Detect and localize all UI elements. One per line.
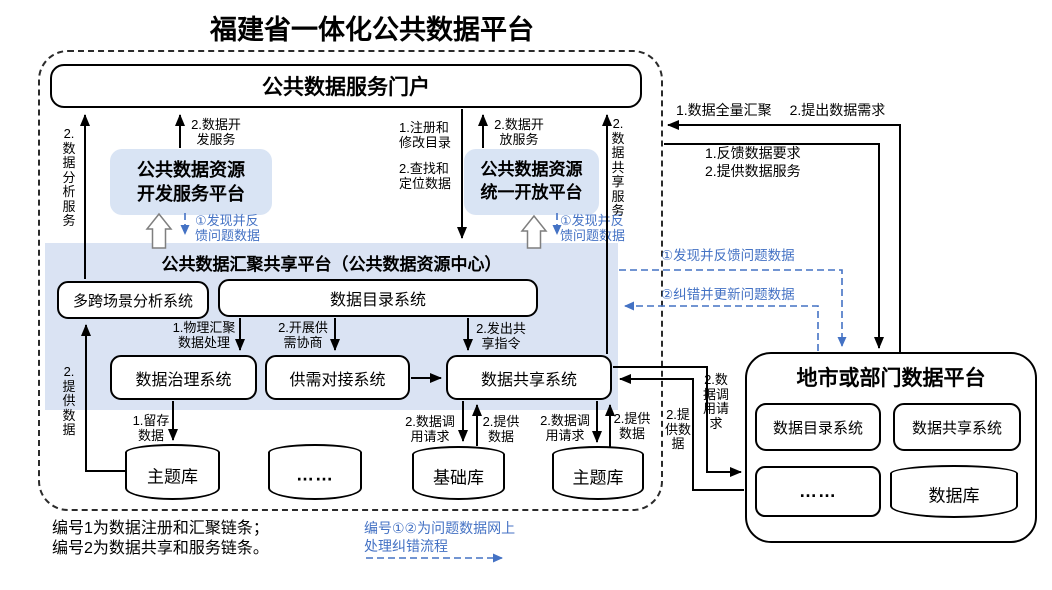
db-cylinder-theme-1: 主题库 (125, 444, 220, 500)
flow-label-provide-data-left: 2.提供数据 (62, 364, 76, 438)
footnote-correction-flow: 编号①②为问题数据网上 处理纠错流程 (364, 520, 516, 554)
city-sharing-box: 数据共享系统 (893, 403, 1021, 451)
flow-label-provide-data-theme: 2.提供 数据 (613, 411, 651, 442)
flow-label-dev-service: 2.数据开 发服务 (191, 117, 241, 148)
flow-label-correct-update: ②纠错并更新问题数据 (661, 287, 795, 302)
flow-label-found-feedback-dev: ①发现并反 馈问题数据 (195, 213, 261, 244)
portal-label: 公共数据服务门户 (262, 76, 430, 99)
flow-label-call-request-right: 2.数据调用请求 (702, 372, 729, 431)
flow-label-open-service: 2.数据开 放服务 (494, 117, 544, 148)
flow-label-physical-aggregate: 1.物理汇聚 数据处理 (172, 320, 236, 351)
db-cylinder-more: …… (268, 444, 362, 500)
flow-label-analysis-service: 2.数据分析服务 (62, 126, 76, 229)
flow-label-share-service: 2.数据共享服务 (611, 116, 625, 219)
flow-label-found-feedback-city: ①发现并反馈问题数据 (661, 248, 795, 263)
city-db-cylinder: 数据库 (890, 465, 1018, 518)
open-platform-box: 公共数据资源 统一开放平台 (464, 149, 599, 215)
flow-label-provide-data-basic: 2.提供 数据 (482, 414, 520, 445)
system-box-catalog: 数据目录系统 (218, 279, 538, 317)
flow-label-find-data: 2.查找和 定位数据 (399, 161, 452, 192)
flow-label-share-order: 2.发出共 享指令 (476, 321, 526, 352)
flow-label-negotiate: 2.开展供 需协商 (278, 320, 328, 351)
flow-label-call-request-basic: 2.数据调 用请求 (405, 414, 455, 445)
system-box-analysis: 多跨场景分析系统 (57, 281, 209, 319)
flow-label-provide-data-right: 2.提供数据 (664, 407, 691, 452)
flow-label-call-request-theme: 2.数据调 用请求 (540, 413, 590, 444)
db-cylinder-basic: 基础库 (412, 446, 505, 500)
system-box-sharing: 数据共享系统 (446, 355, 612, 400)
flow-label-register-catalog: 1.注册和 修改目录 (399, 120, 452, 151)
city-catalog-box: 数据目录系统 (755, 403, 881, 451)
portal-box: 公共数据服务门户 (50, 64, 642, 108)
footnote-chains: 编号1为数据注册和汇聚链条； 编号2为数据共享和服务链条。 (52, 520, 269, 557)
flow-label-feedback-require: 1.反馈数据要求 2.提供数据服务 (705, 145, 801, 180)
dev-platform-box: 公共数据资源 开发服务平台 (110, 149, 272, 215)
city-platform-title: 地市或部门数据平台 (796, 367, 986, 390)
flow-label-full-aggregate: 1.数据全量汇聚 2.提出数据需求 (676, 102, 886, 118)
system-box-governance: 数据治理系统 (110, 355, 257, 400)
main-title: 福建省一体化公共数据平台 (210, 15, 534, 45)
flow-label-found-feedback-open: ①发现并反 馈问题数据 (560, 213, 626, 244)
db-cylinder-theme-2: 主题库 (552, 446, 644, 500)
flow-label-retain: 1.留存 数据 (132, 413, 170, 444)
hub-title: 公共数据汇聚共享平台（公共数据资源中心） (161, 255, 502, 274)
city-more-box: …… (755, 466, 881, 517)
system-box-matching: 供需对接系统 (265, 355, 410, 400)
